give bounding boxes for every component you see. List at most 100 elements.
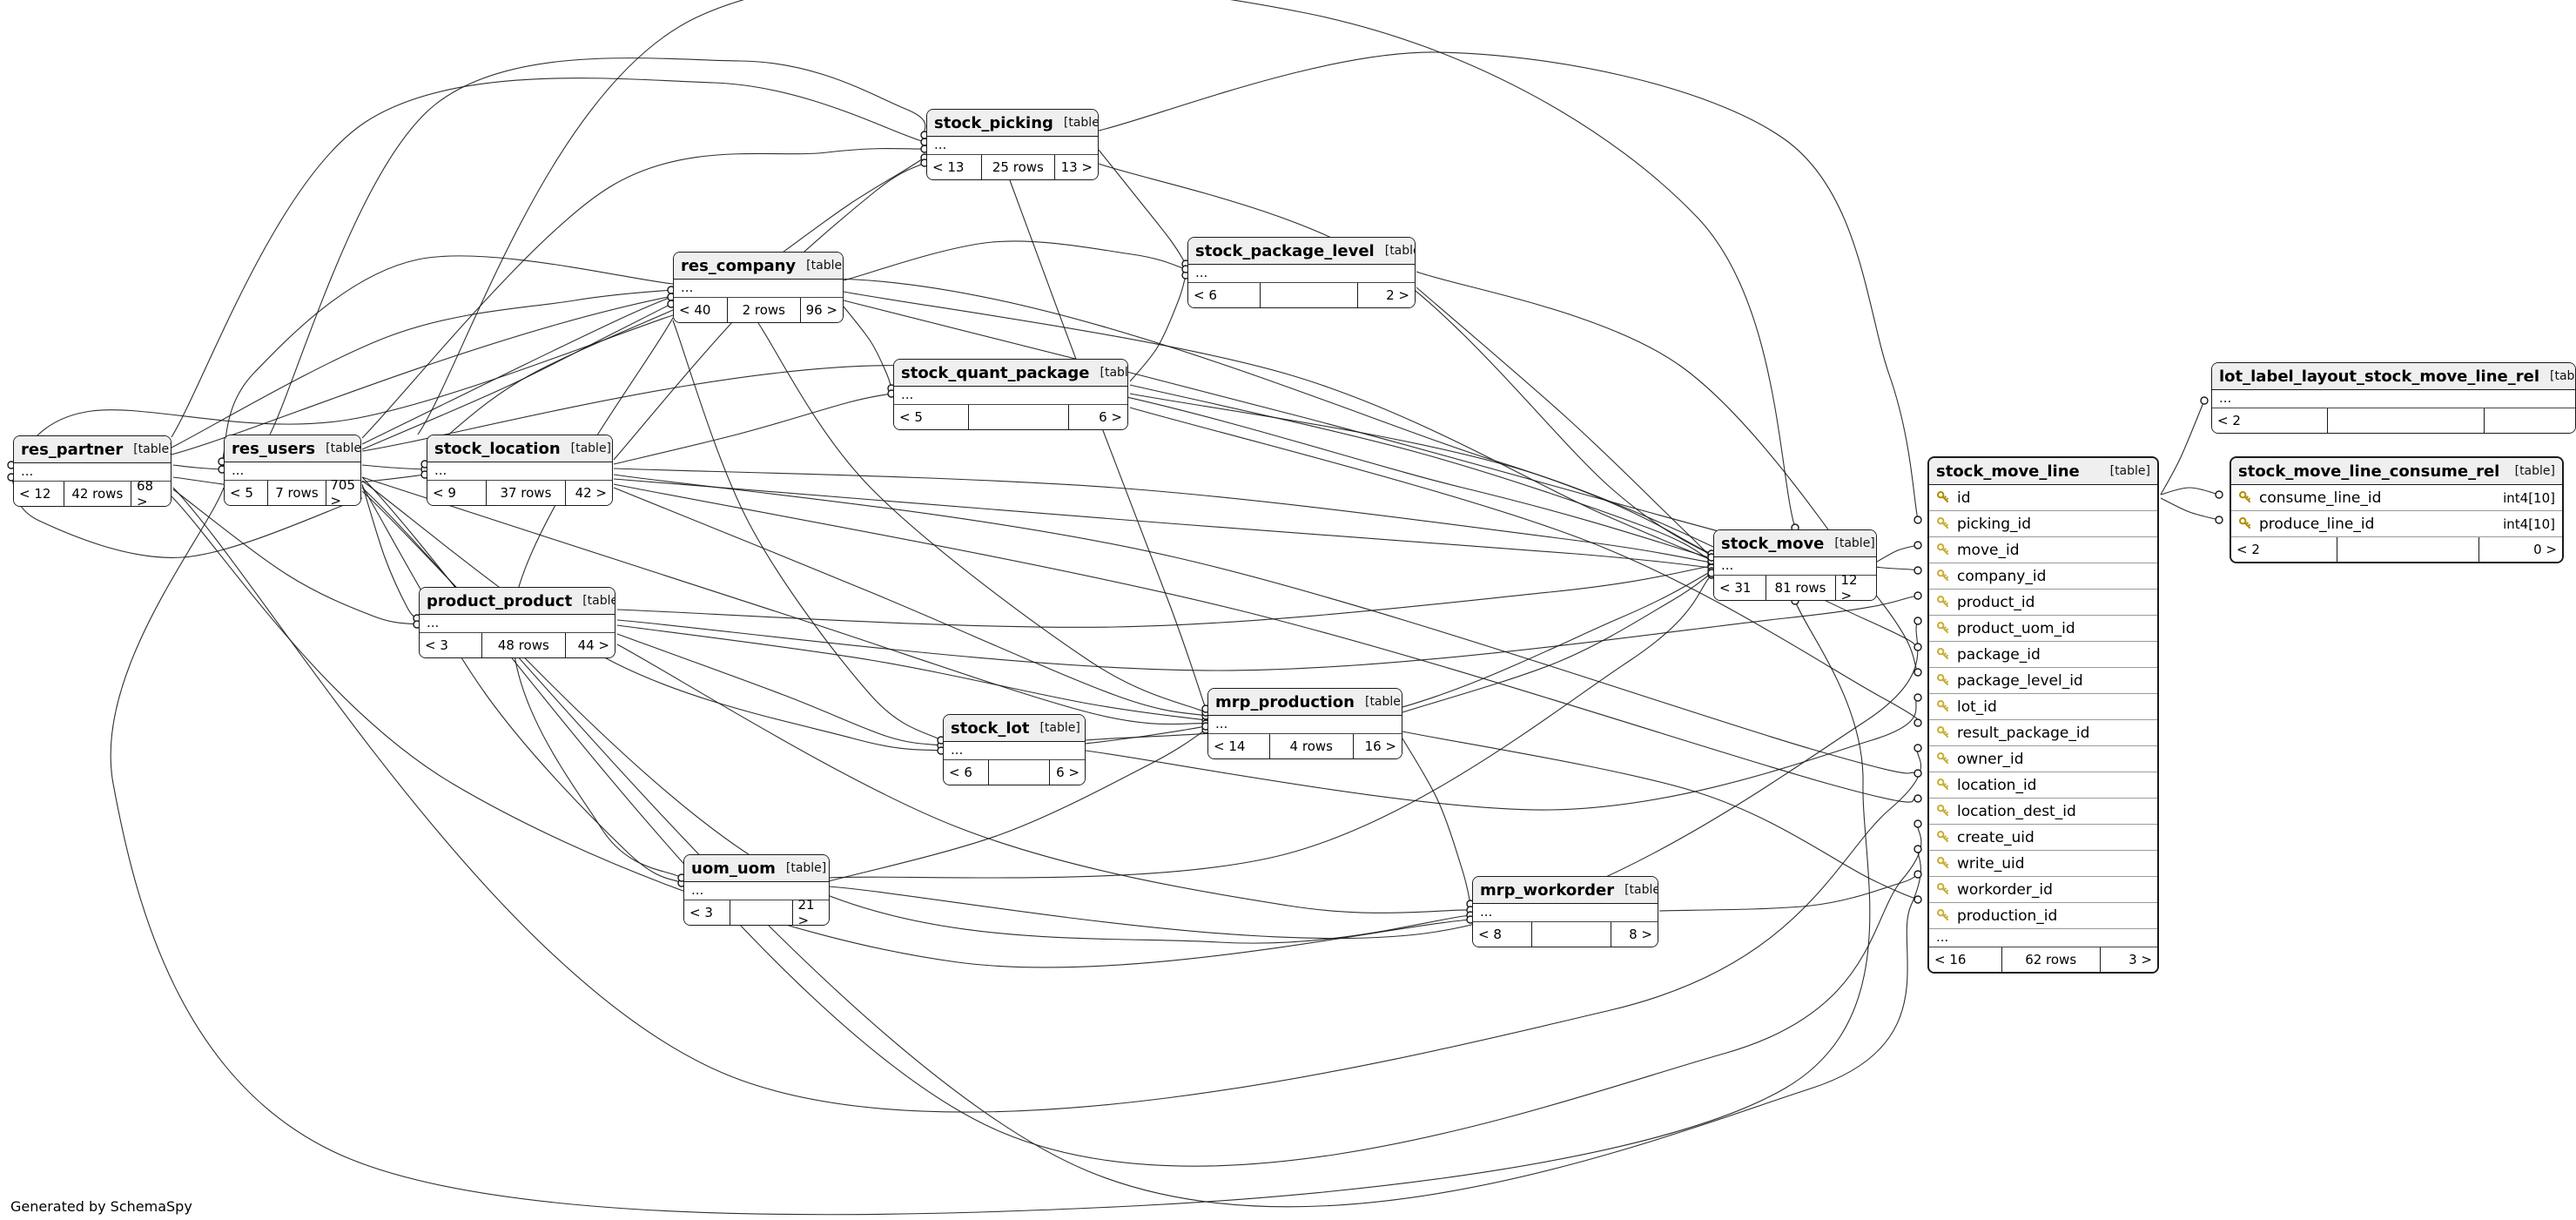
stats-children-count: < 8	[1473, 922, 1532, 947]
stats-children-count: < 9	[427, 481, 487, 505]
table-name: stock_lot	[951, 718, 1030, 738]
table-header: product_product[table]	[420, 588, 615, 615]
column-result_package_id[interactable]: result_package_id	[1929, 720, 2157, 746]
truncated-columns-indicator: ...	[420, 615, 615, 633]
table-stock_package_level[interactable]: stock_package_level[table]...< 62 >	[1187, 237, 1416, 308]
truncated-columns-indicator: ...	[1188, 265, 1415, 283]
stats-row-count	[969, 405, 1069, 429]
truncated-columns-indicator: ...	[1208, 716, 1402, 734]
connector-dot	[1914, 794, 1922, 803]
stats-row-count: 4 rows	[1270, 734, 1354, 758]
table-header: stock_picking[table]	[927, 110, 1098, 137]
truncated-columns-indicator: ...	[427, 462, 612, 481]
table-stock_move_line_consume_rel[interactable]: stock_move_line_consume_rel[table]consum…	[2230, 456, 2564, 563]
stats-row-count: 25 rows	[982, 155, 1055, 179]
column-name: company_id	[1957, 567, 2047, 585]
column-name: picking_id	[1957, 515, 2032, 533]
column-name: owner_id	[1957, 750, 2024, 768]
column-company_id[interactable]: company_id	[1929, 563, 2157, 590]
column-production_id[interactable]: production_id	[1929, 903, 2157, 929]
column-package_level_id[interactable]: package_level_id	[1929, 668, 2157, 694]
column-picking_id[interactable]: picking_id	[1929, 511, 2157, 537]
relationship-edge	[1129, 274, 1187, 382]
relationship-edge	[10, 314, 674, 466]
stats-row-count	[730, 900, 793, 925]
table-mrp_workorder[interactable]: mrp_workorder[table]...< 88 >	[1472, 876, 1658, 947]
column-write_uid[interactable]: write_uid	[1929, 851, 2157, 877]
relationship-edge	[757, 322, 1207, 713]
table-kind-label: [table]	[133, 442, 172, 456]
connector-dot	[1914, 591, 1922, 600]
truncated-columns-indicator: ...	[674, 280, 843, 298]
connector-dot	[1914, 541, 1922, 549]
column-move_id[interactable]: move_id	[1929, 537, 2157, 563]
column-create_uid[interactable]: create_uid	[1929, 825, 2157, 851]
table-name: product_product	[427, 591, 573, 610]
relationship-edge	[361, 476, 1922, 1167]
column-product_uom_id[interactable]: product_uom_id	[1929, 616, 2157, 642]
column-location_id[interactable]: location_id	[1929, 772, 2157, 799]
relationship-edge	[361, 487, 1921, 1208]
table-header: stock_package_level[table]	[1188, 238, 1415, 265]
column-location_dest_id[interactable]: location_dest_id	[1929, 799, 2157, 825]
column-id[interactable]: id	[1929, 485, 2157, 511]
relationship-edge	[613, 483, 1919, 803]
foreign-key-icon	[1936, 830, 1951, 845]
stats-parents-count: 0 >	[2533, 542, 2557, 557]
stats-children-count: < 5	[894, 405, 969, 429]
relationship-edge	[361, 147, 925, 439]
table-lot_label_layout_stock_move_line_rel[interactable]: lot_label_layout_stock_move_line_rel[tab…	[2211, 362, 2576, 434]
stats-children-count: < 6	[1188, 283, 1261, 307]
table-stock_quant_package[interactable]: stock_quant_package[table]...< 56 >	[893, 359, 1128, 430]
table-name: stock_move_line_consume_rel	[2238, 462, 2500, 481]
relationship-edge	[1098, 163, 1712, 556]
table-header: stock_move_line[table]	[1929, 458, 2157, 485]
truncated-columns-indicator: ...	[14, 463, 171, 482]
column-product_id[interactable]: product_id	[1929, 590, 2157, 616]
stats-parents-count: 44 >	[577, 637, 609, 653]
relationship-edge	[10, 476, 363, 558]
table-kind-label: [table]	[1063, 116, 1099, 130]
column-lot_id[interactable]: lot_id	[1929, 694, 2157, 720]
relationship-edge	[843, 291, 1712, 561]
table-kind-label: [table]	[2109, 464, 2150, 478]
relationship-edge	[361, 303, 672, 450]
relationship-edge	[1402, 738, 1471, 905]
table-kind-label: [table]	[1100, 366, 1128, 380]
column-name: package_level_id	[1957, 671, 2083, 690]
stats-parents-count	[2485, 408, 2575, 433]
column-owner_id[interactable]: owner_id	[1929, 746, 2157, 772]
relationship-edge	[171, 278, 1712, 555]
table-header: stock_move[table]	[1714, 530, 1876, 557]
column-workorder_id[interactable]: workorder_id	[1929, 877, 2157, 903]
table-name: res_users	[232, 439, 316, 458]
column-package_id[interactable]: package_id	[1929, 642, 2157, 668]
relationship-edge	[361, 485, 683, 884]
relationship-edge	[1402, 572, 1712, 713]
foreign-key-icon	[1936, 856, 1951, 871]
stats-children-count: < 5	[225, 481, 268, 505]
stats-children-count: < 2	[2212, 408, 2329, 433]
relationship-edge	[110, 487, 1871, 1216]
table-stock_move_line[interactable]: stock_move_line[table]id picking_id move_i…	[1927, 456, 2159, 974]
table-kind-label: [table]	[1834, 536, 1875, 550]
